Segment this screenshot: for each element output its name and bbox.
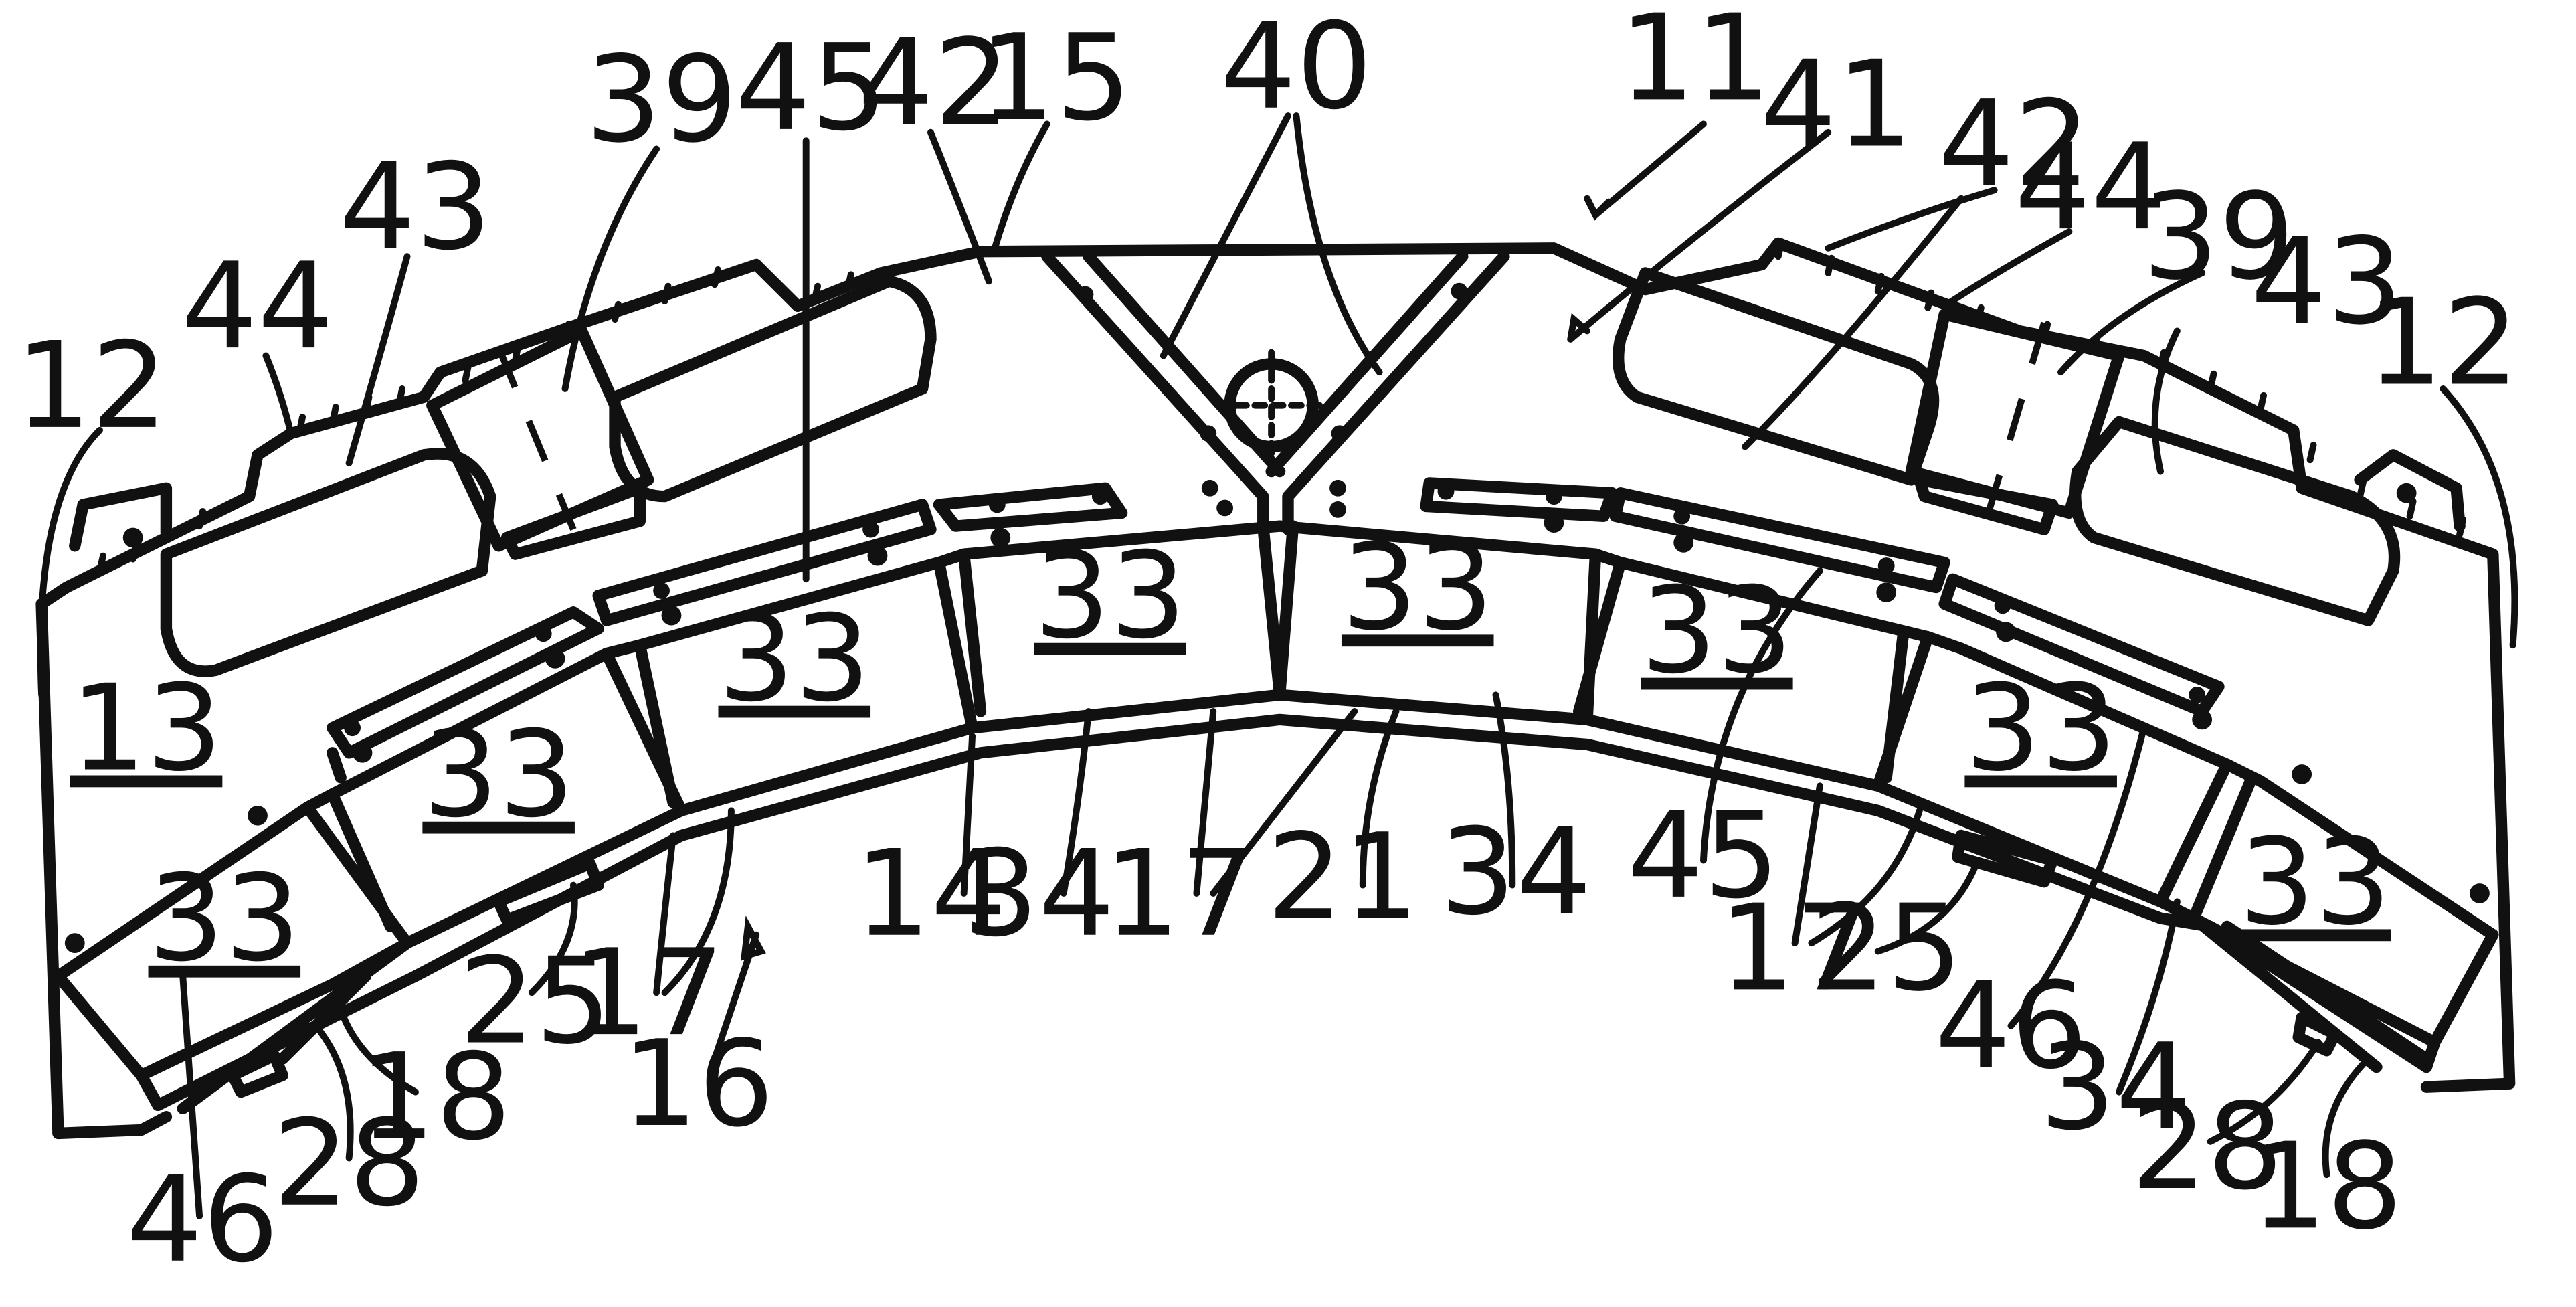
label-11: 11 <box>1619 0 1772 128</box>
label-46-left: 46 <box>126 1150 279 1290</box>
label-45-left: 45 <box>735 19 887 158</box>
label-33-1: 33 <box>149 849 301 988</box>
label-25-left: 25 <box>459 932 612 1071</box>
label-43-left: 43 <box>339 138 492 277</box>
label-34-center: 34 <box>1440 803 1592 942</box>
label-46-right: 46 <box>1935 957 2088 1096</box>
label-44-right: 44 <box>2015 118 2167 258</box>
reference-labels: 11 12 12 13 14 15 16 17 17 17 18 18 21 2… <box>15 0 2519 1290</box>
label-43-right: 43 <box>2251 212 2403 351</box>
label-33-8: 33 <box>2239 813 2391 952</box>
label-28-left: 28 <box>273 1094 426 1233</box>
label-33-6: 33 <box>1641 561 1793 701</box>
label-13: 13 <box>70 659 223 798</box>
label-33-2: 33 <box>422 705 575 845</box>
label-44-left: 44 <box>181 238 334 377</box>
label-40: 40 <box>1220 0 1373 137</box>
label-41: 41 <box>1760 35 1913 175</box>
label-12-left: 12 <box>15 317 168 456</box>
label-17-center: 17 <box>1104 824 1257 964</box>
label-33-4: 33 <box>1034 527 1186 666</box>
label-33-3: 33 <box>719 590 871 729</box>
label-34-left: 34 <box>963 824 1115 964</box>
label-39-left: 39 <box>585 31 738 170</box>
label-33-7: 33 <box>1964 659 2117 798</box>
label-21: 21 <box>1267 808 1419 947</box>
label-33-5: 33 <box>1342 519 1494 658</box>
label-45-right: 45 <box>1627 786 1780 926</box>
